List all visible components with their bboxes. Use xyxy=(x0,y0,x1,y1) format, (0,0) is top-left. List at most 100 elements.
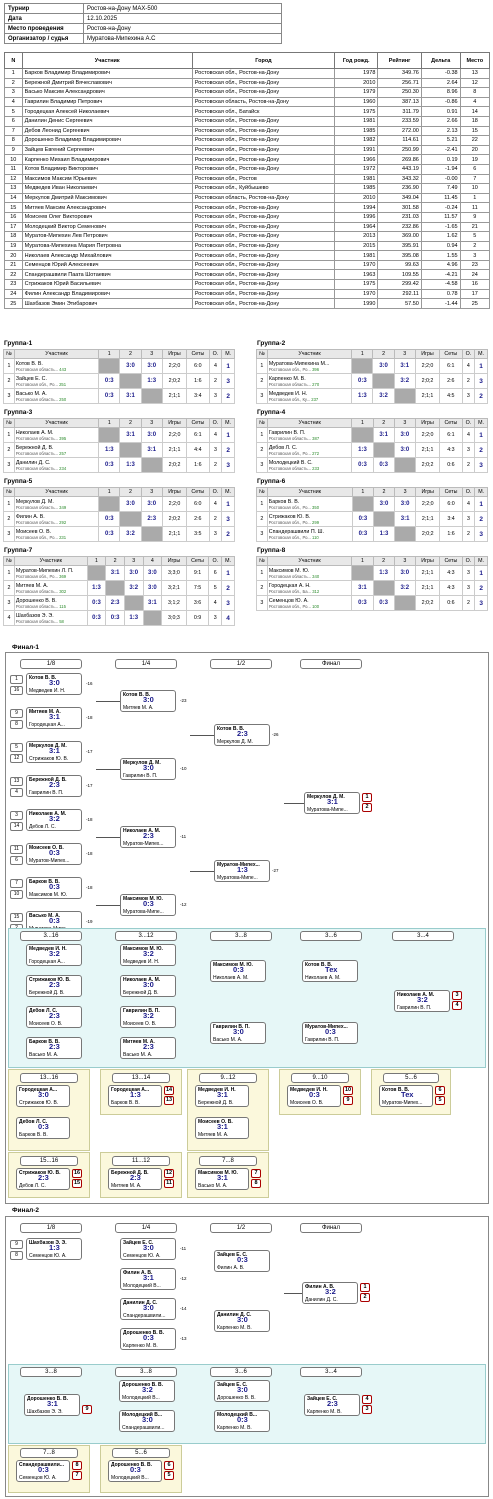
group-no: 4 xyxy=(3,610,15,626)
group-header: 1 xyxy=(351,556,374,566)
player-name: Городецкая А. Н. xyxy=(268,582,311,589)
group-result xyxy=(98,496,121,512)
group-no: 3 xyxy=(256,457,268,473)
group-header: М. xyxy=(221,349,235,359)
match-score: 3:0 xyxy=(38,1090,49,1099)
group-sets: 6:0 xyxy=(186,358,210,374)
group-result: 3:1 xyxy=(351,580,374,596)
table-cell: 1 xyxy=(459,192,491,204)
match-score: 3:0 xyxy=(400,432,410,438)
match-score: 3:1 xyxy=(49,746,60,755)
group-place: 1 xyxy=(221,427,235,443)
player-city: Ростовская область... 115 xyxy=(15,603,66,609)
table-cell: 1964 xyxy=(333,221,379,233)
match-number: -27 xyxy=(272,868,279,873)
match-player-b: Гаврилин В. П. xyxy=(29,790,64,796)
group-result: 0:3 xyxy=(86,610,107,626)
group-sets: 7:5 xyxy=(185,580,210,596)
match-player-b: Барков В. В. xyxy=(19,1132,48,1138)
match-score: 0:3 xyxy=(325,1027,336,1036)
group-player: Муратова-Мипехина М...Ростовская обл., Р… xyxy=(266,358,353,374)
group-games: 2;0;2 xyxy=(161,373,188,389)
group-result: 3:1 xyxy=(119,388,142,404)
round-header: 9...10 xyxy=(291,1073,349,1083)
group-header: 1 xyxy=(98,418,121,428)
group-header: Участник xyxy=(13,349,100,359)
table-cell: 311.79 xyxy=(377,106,422,117)
table-cell: 369.00 xyxy=(377,231,422,242)
match-score: 3:2 xyxy=(126,531,135,537)
group-header: Участник xyxy=(266,556,353,566)
player-rating: 312 xyxy=(311,588,320,594)
match-player-b: Муратова-Мипе... xyxy=(307,807,348,813)
table-cell: 22 xyxy=(459,135,491,146)
group-result: 3:0 xyxy=(372,496,396,512)
round-header: Финал xyxy=(300,659,362,669)
match-score: 3:2 xyxy=(325,1287,336,1296)
group-player: Моисеев О. В.Ростовская обл., Ро... 231 xyxy=(13,526,100,542)
player-rating: 251 xyxy=(57,381,67,387)
table-cell: Ростовская обл., Ростов-на-Дону xyxy=(191,269,335,281)
match-player-b: Барков В. В. xyxy=(111,1100,140,1106)
match-player-a: Молодецкий В... xyxy=(217,1412,258,1418)
match-score: 0:3 xyxy=(104,378,114,384)
table-cell: Митяев Максим Александрович xyxy=(21,202,193,213)
table-cell: 8 xyxy=(459,87,491,98)
group-result: 3:2 xyxy=(123,580,144,596)
table-cell: Ростовская обл., Ростов-на-Дону xyxy=(191,202,335,213)
group-header: Сеты xyxy=(439,556,463,566)
match-player-b: Николаев А. М. xyxy=(305,975,341,981)
group-points: 3 xyxy=(461,565,476,581)
match-player-b: Моисеев О. В. xyxy=(290,1100,324,1106)
group-sets: 1:6 xyxy=(439,526,463,542)
group-sets: 4:3 xyxy=(439,565,463,581)
round-header: Финал xyxy=(300,1223,362,1233)
player-name: Зайцев Е. С. xyxy=(15,375,47,382)
table-cell: 114.61 xyxy=(377,135,422,146)
table-cell: 387.13 xyxy=(377,96,422,108)
group-result xyxy=(394,526,417,542)
match-player-a: Николаев А. М. xyxy=(29,811,67,817)
group-sets: 2:6 xyxy=(186,511,210,527)
table-cell: 4.96 xyxy=(420,259,461,271)
group-result: 1:3 xyxy=(372,565,395,581)
table-cell: 11.57 xyxy=(420,211,461,223)
group-result xyxy=(351,358,374,374)
table-cell: Ростовская обл., Ростов-на-Дону xyxy=(191,115,335,127)
match-player-b: Митяев М. А. xyxy=(111,1183,142,1189)
group-points: 4 xyxy=(208,595,223,611)
group-result: 0:3 xyxy=(98,526,121,542)
table-cell: 1963 xyxy=(333,269,379,281)
group-no: 2 xyxy=(3,373,15,389)
table-cell: Данилин Денис Сергеевич xyxy=(21,115,193,127)
group-place: 1 xyxy=(474,496,488,512)
group-games: 2;0;2 xyxy=(161,457,188,473)
match-number: -18 xyxy=(86,715,93,720)
match-score: 3:1 xyxy=(217,1122,228,1131)
group-header: № xyxy=(3,556,15,566)
group-player: Митяев М. А.Ростовская область... 302 xyxy=(13,580,88,596)
match-player-b: Бережной Д. В. xyxy=(123,990,159,996)
group-header: О. xyxy=(461,487,476,497)
match-player-b: Карпенко М. В. xyxy=(123,1343,158,1349)
group-sets: 0:6 xyxy=(439,595,463,611)
player-name: Бережной Д. В. xyxy=(15,444,54,451)
seed-number: 3 xyxy=(10,811,23,820)
place-label: 2 xyxy=(362,803,372,812)
table-cell: Бережной Дмитрий Вячеславович xyxy=(21,77,193,89)
